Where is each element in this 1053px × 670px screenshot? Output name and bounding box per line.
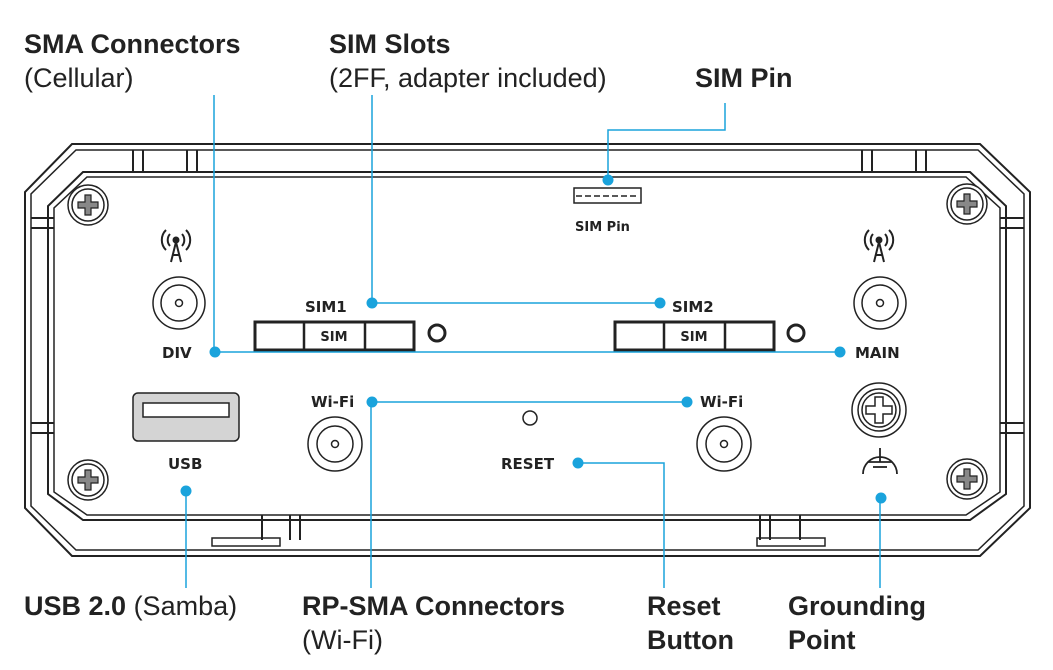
ground-icon [862,448,898,475]
rpsma-connector-right [696,416,752,472]
callout-rpsma: RP-SMA Connectors (Wi-Fi) [302,589,565,657]
wifi-right-label: Wi-Fi [700,393,743,411]
leader-dots [180,174,887,504]
callout-usb-title: USB 2.0 [24,591,127,621]
reset-button-hole [522,410,538,426]
callout-reset-line1: Reset [647,591,721,621]
sim-pin-slot [573,187,642,204]
screw-icon [946,183,988,225]
callout-grounding-point: Grounding Point [788,589,926,657]
callout-sim-pin-title: SIM Pin [695,63,793,93]
callout-sma-title: SMA Connectors [24,29,241,59]
sim1-label: SIM1 [305,298,347,316]
main-label: MAIN [855,344,900,362]
usb-port [132,392,240,442]
usb-label: USB [168,455,202,473]
sim2-label: SIM2 [672,298,714,316]
callout-usb-subtitle: (Samba) [133,591,238,621]
callout-grounding-line2: Point [788,625,856,655]
rpsma-connector-left [307,416,363,472]
callout-sim-pin: SIM Pin [695,61,793,95]
screw-icon [67,459,109,501]
callout-rpsma-subtitle: (Wi-Fi) [302,625,383,655]
sma-connector-div [152,276,206,330]
callout-sma-connectors: SMA Connectors (Cellular) [24,27,241,95]
sim-pin-panel-label: SIM Pin [575,220,630,235]
callout-reset-line2: Button [647,625,734,655]
screw-icon [946,458,988,500]
callout-usb: USB 2.0 (Samba) [24,589,237,623]
callout-sma-subtitle: (Cellular) [24,63,134,93]
reset-label: RESET [501,455,555,473]
callout-sim-slots-title: SIM Slots [329,29,451,59]
callout-grounding-line1: Grounding [788,591,926,621]
sim-tray-2 [613,320,806,352]
callout-reset-button: Reset Button [647,589,734,657]
callout-rpsma-title: RP-SMA Connectors [302,591,566,621]
antenna-icon [160,229,192,263]
callout-sim-slots: SIM Slots (2FF, adapter included) [329,27,607,95]
grounding-screw [851,382,907,438]
sim-tray-1-label: SIM [320,330,347,345]
sma-connector-main [853,276,907,330]
antenna-icon [863,229,895,263]
div-label: DIV [162,344,192,362]
sim-tray-1 [253,320,447,352]
sim-tray-2-label: SIM [680,330,707,345]
screw-icon [67,184,109,226]
callout-sim-slots-subtitle: (2FF, adapter included) [329,63,607,93]
wifi-left-label: Wi-Fi [311,393,354,411]
